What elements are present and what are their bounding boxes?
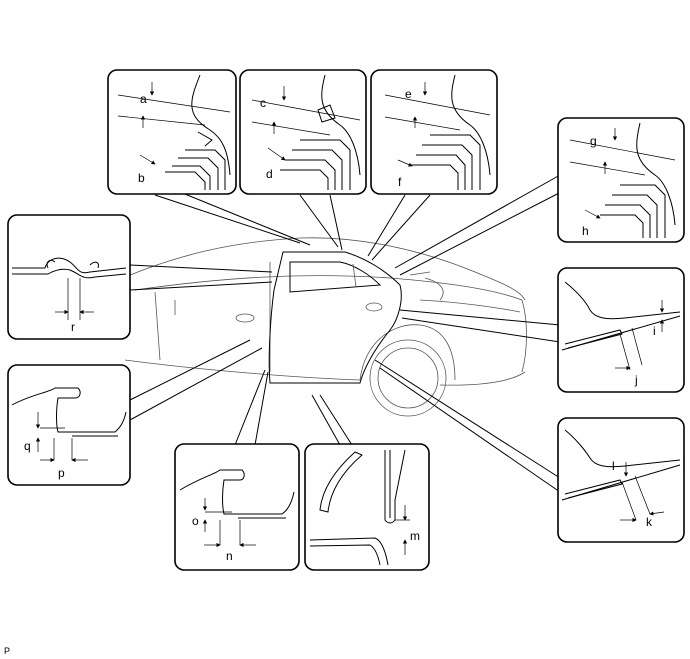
detail-box-ef: e f bbox=[370, 69, 498, 195]
detail-box-kl: l k bbox=[557, 417, 685, 543]
label-d: d bbox=[266, 167, 273, 181]
label-p: p bbox=[58, 466, 65, 480]
label-k: k bbox=[646, 515, 653, 529]
label-m: m bbox=[410, 529, 420, 543]
detail-box-ab: a b bbox=[107, 69, 237, 195]
detail-box-m: m bbox=[304, 443, 430, 571]
figure-code: P bbox=[4, 646, 10, 656]
label-i: i bbox=[653, 324, 656, 338]
label-h: h bbox=[582, 224, 589, 238]
label-b: b bbox=[138, 171, 145, 185]
label-e: e bbox=[405, 87, 412, 101]
label-q: q bbox=[24, 439, 31, 453]
detail-box-pq: q p bbox=[7, 364, 131, 486]
leader-lines bbox=[129, 174, 566, 493]
label-j: j bbox=[634, 373, 638, 387]
label-l: l bbox=[612, 459, 615, 473]
label-n: n bbox=[226, 549, 233, 563]
label-g: g bbox=[590, 134, 597, 148]
detail-box-cd: c d bbox=[239, 69, 367, 195]
label-r: r bbox=[71, 320, 75, 334]
label-c: c bbox=[260, 96, 266, 110]
label-f: f bbox=[398, 175, 402, 189]
detail-box-ij: i j bbox=[557, 267, 685, 393]
detail-box-gh: g h bbox=[557, 117, 685, 243]
detail-box-no: o n bbox=[174, 443, 300, 571]
label-a: a bbox=[140, 92, 147, 106]
label-o: o bbox=[192, 514, 199, 528]
detail-box-r: r bbox=[7, 214, 131, 340]
car-body bbox=[124, 237, 527, 417]
